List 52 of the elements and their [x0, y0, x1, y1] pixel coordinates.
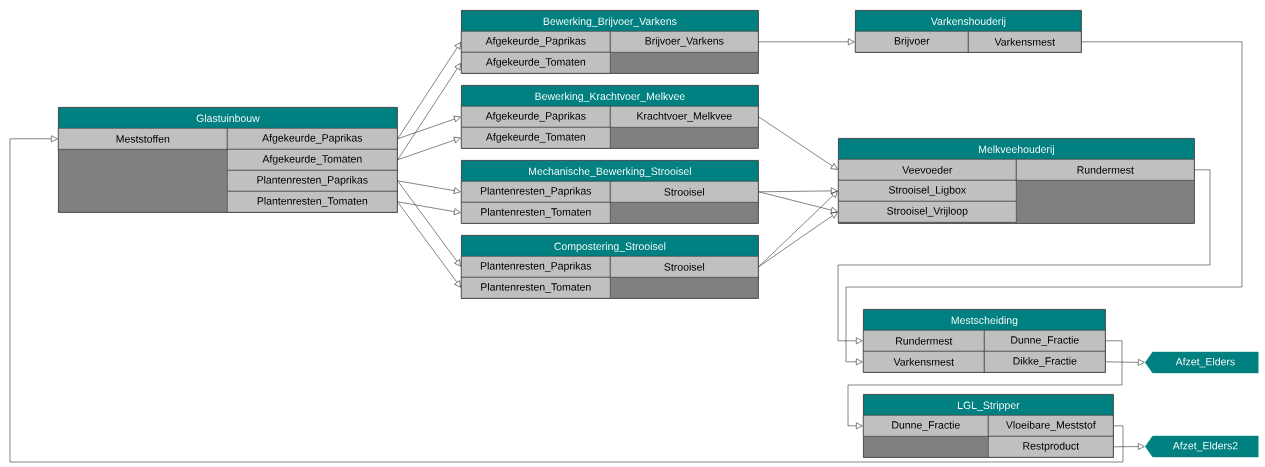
port-cell: Krachtvoer_Melkvee [610, 106, 759, 128]
arrow [397, 42, 461, 140]
port-cell: Varkensmest [968, 31, 1082, 53]
port-cell: Rundermest [1016, 159, 1195, 181]
port-cell: Rundermest [863, 330, 985, 352]
arrow [1105, 359, 1145, 366]
port-cell: Restproduct [988, 436, 1114, 458]
arrow [847, 340, 1123, 430]
output-tag: Afzet_Elders2 [1145, 435, 1259, 458]
arrow [397, 180, 461, 194]
arrow [397, 201, 461, 215]
arrow [758, 191, 838, 214]
port-cell: Meststoffen [58, 128, 228, 150]
arrow [397, 115, 461, 140]
port-cell: Strooisel [610, 181, 759, 203]
port-cell: Strooisel_Ligbox [838, 180, 1017, 202]
port-cell: Plantenresten_Tomaten [461, 202, 611, 224]
port-cell: Dunne_Fractie [863, 415, 989, 437]
arrow [758, 38, 855, 46]
port-cell: Afgekeurde_Tomaten [227, 149, 398, 171]
arrow [758, 190, 838, 268]
port-cell: Brijvoer [855, 31, 969, 53]
arrow [845, 41, 1243, 366]
arrow [9, 135, 1124, 463]
port-cell: Afgekeurde_Paprikas [461, 31, 611, 53]
port-cell: Varkensmest [863, 351, 985, 373]
port-cell: Afgekeurde_Paprikas [461, 106, 611, 128]
port-cell: Plantenresten_Tomaten [227, 191, 398, 213]
arrow [397, 136, 461, 161]
port-cell: Plantenresten_Paprikas [461, 256, 611, 278]
arrow [397, 63, 461, 161]
port-cell: Afgekeurde_Tomaten [461, 127, 611, 149]
port-cell: Afgekeurde_Paprikas [227, 128, 398, 150]
arrow [758, 116, 838, 170]
port-cell: Vloeibare_Meststof [988, 415, 1114, 437]
port-cell: Afgekeurde_Tomaten [461, 52, 611, 74]
port-cell: Strooisel_Vrijloop [838, 201, 1017, 223]
port-cell: Dikke_Fractie [984, 351, 1106, 373]
output-tag: Afzet_Elders [1145, 351, 1259, 374]
port-cell: Plantenresten_Tomaten [461, 277, 611, 299]
port-cell: Plantenresten_Paprikas [227, 170, 398, 192]
arrow [758, 211, 838, 268]
arrow [397, 180, 461, 267]
arrow [397, 201, 461, 288]
port-cell: Dunne_Fractie [984, 330, 1106, 352]
port-cell: Veevoeder [838, 159, 1017, 181]
port-cell: Strooisel [610, 256, 759, 278]
port-cell: Brijvoer_Varkens [610, 31, 759, 53]
arrow [1113, 443, 1145, 450]
port-cell: Plantenresten_Paprikas [461, 181, 611, 203]
arrow [837, 169, 1211, 345]
arrow [758, 187, 838, 195]
